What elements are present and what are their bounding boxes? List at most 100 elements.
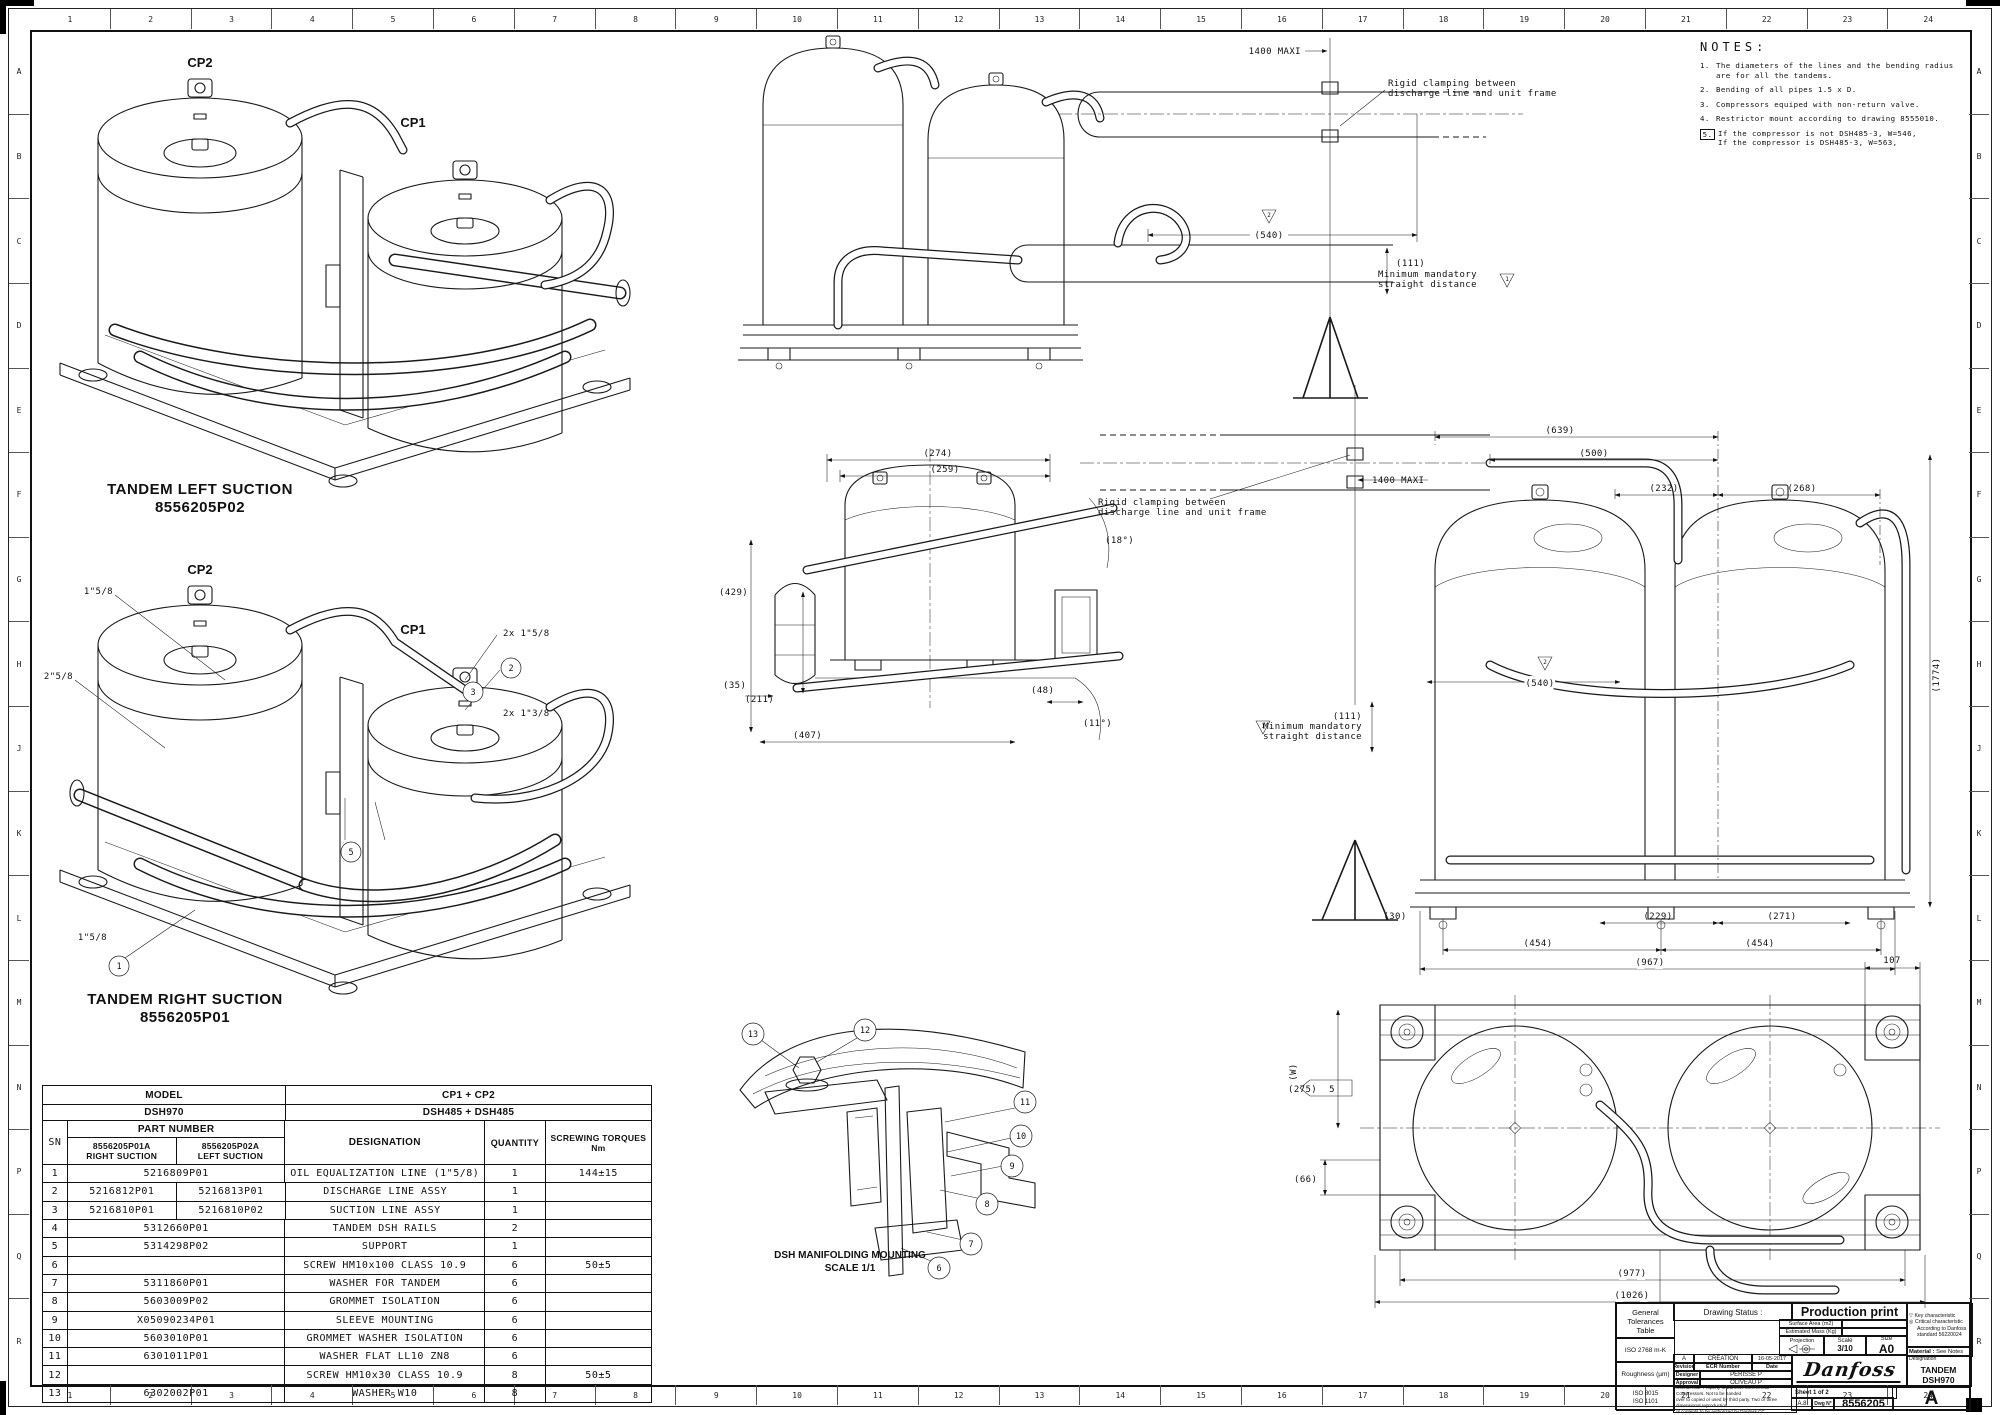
svg-text:11: 11 [1020, 1098, 1030, 1108]
table-part-number-header: PART NUMBER [67, 1121, 285, 1138]
cell-part-number: 5216809P01 [68, 1165, 286, 1183]
projection-cell: Projection [1779, 1335, 1825, 1356]
cell-part-number: 5603010P01 [68, 1329, 286, 1348]
balloon-3: 3 [462, 681, 484, 703]
min-mandatory-line2: straight distance [1378, 280, 1477, 290]
grid-ref-row: R [1976, 1336, 1982, 1346]
cp1-label: CP1 [400, 115, 425, 130]
iso1-drawing: CP2 CP1 [59, 55, 631, 488]
svg-text:3: 3 [470, 688, 475, 698]
note-text: If the compressor is not DSH485-3, W=546… [1718, 128, 1917, 148]
grid-ref-col: 18 [1404, 9, 1485, 29]
cell-sn: 10 [43, 1329, 68, 1348]
dim-639: (639) [1545, 426, 1574, 436]
ecr-label: ECR Number [1693, 1362, 1753, 1372]
note-number: 3. [1700, 99, 1710, 109]
clamp-note-line1: Rigid clamping between [1388, 79, 1516, 89]
grid-ref-row: B [9, 115, 29, 200]
cell-designation: SUPPORT [285, 1238, 486, 1256]
format-cell: A.8 [1791, 1397, 1813, 1411]
grid-ref-row: R [16, 1336, 22, 1346]
notes-title: NOTES: [1700, 40, 1768, 54]
table-model-name-value: DSH485 + DSH485 [422, 1107, 515, 1118]
grid-ref-col: 15 [1161, 1385, 1242, 1405]
iso2-title: TANDEM RIGHT SUCTION 8556205P01 [55, 991, 315, 1027]
frame-rails [1379, 1004, 1921, 1251]
grid-ref-col: 13 [1000, 9, 1081, 29]
cell-sn: 2 [43, 1183, 68, 1201]
grid-ref-col: 19 [1484, 9, 1566, 29]
balloon-10: 10 [1009, 1124, 1033, 1148]
grid-ref-col: 24 [1923, 1390, 1934, 1400]
cell-part-left: 5216810P02 [177, 1201, 287, 1219]
cell-part-number: 5312660P01 [68, 1219, 286, 1238]
dim-268: (268) [1787, 484, 1816, 494]
dim-11deg: (11°) [1083, 719, 1112, 729]
dim-35: (35) [723, 681, 746, 691]
grid-ref-col: 7 [515, 1385, 596, 1405]
note-text: The diameters of the lines and the bendi… [1716, 61, 1954, 80]
cell-torque: 50±5 [585, 1369, 612, 1381]
dimensions: 1400 MAXI Rigid clamping between dischar… [1147, 47, 1556, 295]
svg-text:2: 2 [508, 664, 513, 674]
rev-letter: A [1673, 1354, 1695, 1364]
base-rails [738, 324, 1083, 370]
grid-ref-row: K [1969, 792, 1989, 877]
grid-ref-col: 1 [30, 9, 111, 29]
grid-ref-col: 20 [1565, 1385, 1646, 1405]
grid-ref-row: A [9, 30, 29, 115]
flag-2: 2 [1267, 212, 1271, 219]
grid-ref-row: P [9, 1130, 29, 1215]
cell-quantity: 1 [485, 1238, 546, 1256]
note-item: 1.The diameters of the lines and the ben… [1700, 61, 1976, 80]
dim-211: (211) [745, 695, 774, 705]
clamp-note-line1: Rigid clamping between [1098, 498, 1226, 508]
dim-111: (111) [1396, 259, 1425, 269]
grid-ref-col: 15 [1161, 9, 1242, 29]
dim-66: (66) [1294, 1175, 1317, 1185]
compressor-outlines [762, 35, 1065, 325]
grid-ref-row: L [1969, 876, 1989, 961]
grid-ref-row: N [9, 1046, 29, 1131]
table-torque-header: SCREWING TORQUES Nm [550, 1132, 647, 1153]
discharge-pipes [285, 606, 615, 804]
compressor-cp2 [97, 78, 303, 395]
cp2-label: CP2 [187, 562, 212, 577]
surface-area-value [1841, 1319, 1908, 1329]
balloon-9: 9 [1000, 1154, 1024, 1178]
grid-ref-col: 1 [30, 1385, 111, 1405]
cell-sn: 1 [43, 1165, 68, 1183]
dim-1774: (1774) [1932, 658, 1942, 693]
dim-w: (W) [1289, 1063, 1299, 1080]
grid-ref-row: A [1969, 30, 1989, 115]
parts-table: MODEL CP1 + CP2 DSH970 DSH485 + DSH485 S… [42, 1085, 652, 1403]
sheet-number: Sheet 1 of 2 [1791, 1386, 1897, 1399]
pipe-size-label: 1"5/8 [84, 587, 113, 597]
iso1-title-line1: TANDEM LEFT SUCTION [107, 481, 293, 498]
grid-ref-col: 19 [1484, 1385, 1566, 1405]
dim-429: (429) [719, 588, 748, 598]
min-mandatory-line1: Minimum mandatory [1378, 270, 1477, 280]
table-model-value: CP1 + CP2 [441, 1089, 495, 1101]
cp2-label: CP2 [187, 55, 212, 70]
cell-torque [546, 1275, 651, 1292]
cell-part-number: 6302002P01 [68, 1384, 286, 1403]
dwg-label: Dwg N° [1811, 1397, 1835, 1411]
clamp-note-line2: discharge line and unit frame [1098, 508, 1267, 518]
cell-sn: 11 [43, 1348, 68, 1366]
projection-symbol-icon [1788, 1344, 1815, 1353]
svg-text:6: 6 [936, 1264, 941, 1274]
grid-ref-col: 6 [434, 1385, 515, 1405]
grid-ref-row: G [9, 538, 29, 623]
stand-tripod [1312, 839, 1398, 921]
cell-torque: 144±15 [578, 1168, 618, 1180]
cell-sn: 8 [43, 1293, 68, 1311]
support-column [325, 169, 364, 419]
drawing-frame [30, 30, 1972, 1387]
grid-ref-col: 10 [757, 9, 838, 29]
